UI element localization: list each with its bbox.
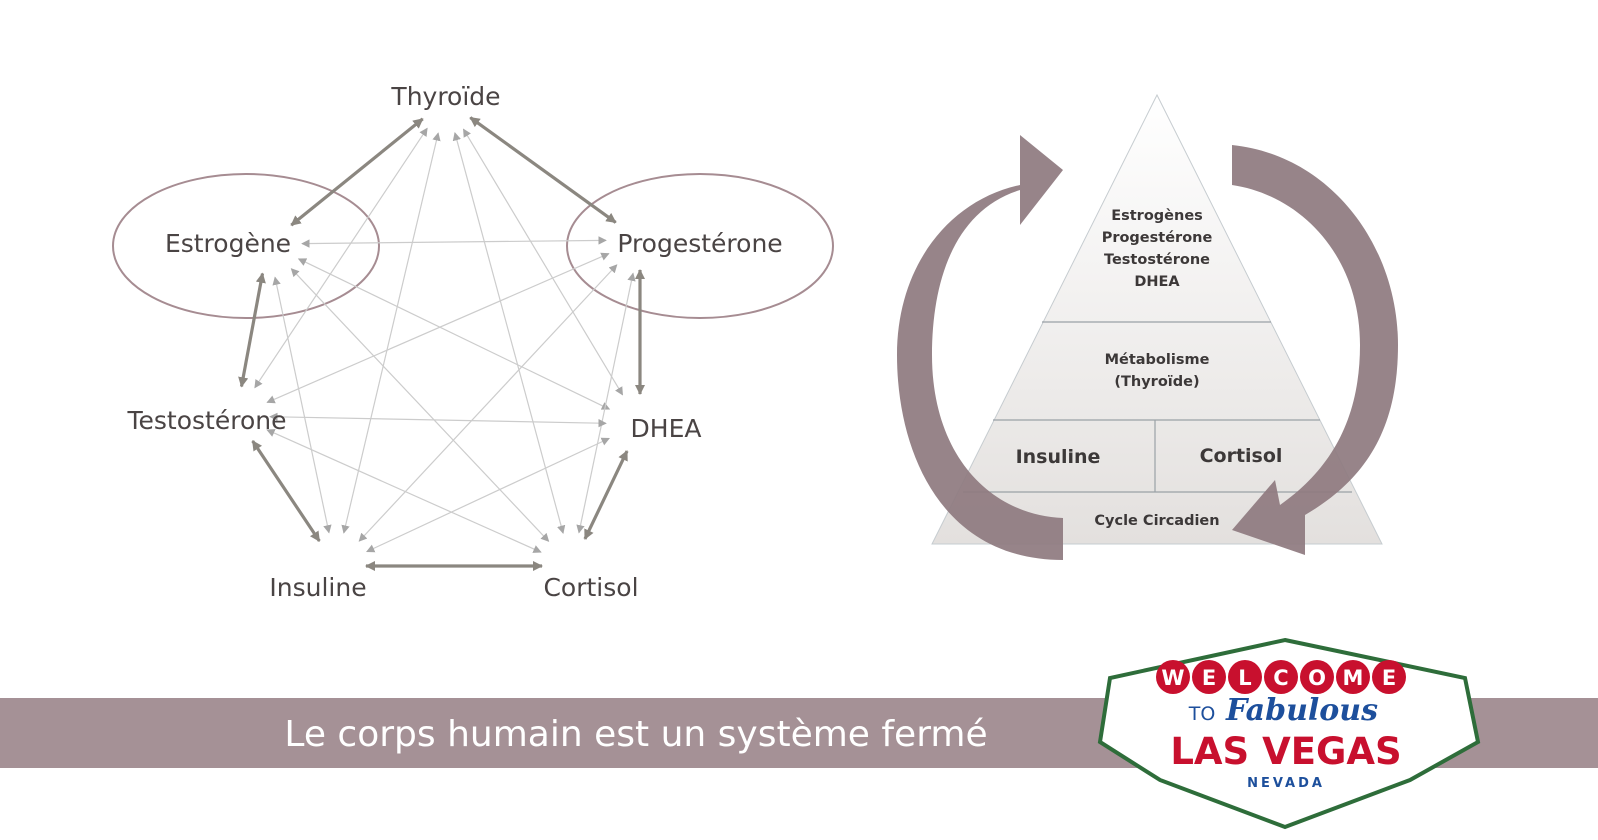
welcome-letter-4: C (1273, 666, 1288, 690)
tier-top-line-1: Estrogènes (1111, 208, 1203, 224)
welcome-disc-2 (1192, 660, 1226, 694)
weak-link-estrogene-cortisol (290, 268, 550, 542)
cycle-arrow-right (1232, 145, 1398, 555)
sign-welcome-row: W E L C O M E (1156, 660, 1406, 694)
welcome-disc-3 (1228, 660, 1262, 694)
tier-top-line-4: DHEA (1134, 274, 1180, 290)
node-insuline: Insuline (269, 573, 366, 602)
node-dhea: DHEA (631, 414, 702, 443)
welcome-disc-1 (1156, 660, 1190, 694)
hormone-labels: Thyroïde Estrogène Progestérone Testosté… (127, 82, 783, 602)
tier-middle-line-2: (Thyroïde) (1114, 374, 1199, 390)
node-testosterone: Testostérone (127, 406, 287, 435)
welcome-disc-6 (1336, 660, 1370, 694)
hormone-pyramid: Estrogènes Progestérone Testostérone DHE… (897, 93, 1398, 560)
sign-fabulous: Fabulous (1225, 693, 1378, 728)
tier-top-line-2: Progestérone (1102, 230, 1213, 246)
welcome-disc-5 (1300, 660, 1334, 694)
strong-link-estrogene-testosterone (238, 272, 266, 388)
strong-link-testosterone-insuline (251, 440, 321, 542)
weak-link-thyroide-cortisol (452, 132, 566, 534)
sign-las-vegas: LAS VEGAS (1170, 730, 1401, 773)
welcome-letter-7: E (1382, 666, 1396, 690)
node-cortisol: Cortisol (543, 573, 638, 602)
strong-connection-arrows (238, 116, 646, 572)
strong-link-dhea-cortisol (583, 450, 629, 540)
weak-link-estrogene-progesterone (301, 236, 607, 248)
node-progesterone: Progestérone (617, 229, 782, 258)
weak-link-thyroide-testosterone (254, 127, 428, 389)
node-estrogene: Estrogène (165, 229, 291, 258)
hormone-network: Thyroïde Estrogène Progestérone Testosté… (112, 82, 834, 602)
weak-link-estrogene-insuline (272, 276, 332, 534)
weak-connection-arrows (254, 127, 636, 553)
welcome-disc-7 (1372, 660, 1406, 694)
tier-cortisol: Cortisol (1200, 445, 1283, 467)
weak-link-testosterone-dhea (269, 412, 607, 428)
slide-title: Le corps humain est un système fermé (284, 714, 987, 755)
tier-insuline: Insuline (1016, 446, 1101, 468)
tier-base: Cycle Circadien (1094, 513, 1219, 529)
weak-link-thyroide-insuline (341, 132, 441, 534)
welcome-letter-5: O (1308, 666, 1326, 690)
pyramid-shape (931, 93, 1383, 545)
sign-to: TO (1188, 703, 1216, 725)
welcome-disc-4 (1264, 660, 1298, 694)
cycle-arrow-left (897, 135, 1063, 560)
strong-link-thyroide-estrogene (290, 117, 424, 227)
tier-middle-line-1: Métabolisme (1105, 352, 1210, 368)
sign-nevada: NEVADA (1247, 776, 1325, 791)
welcome-letter-2: E (1202, 666, 1216, 690)
node-thyroide: Thyroïde (390, 82, 500, 111)
welcome-letter-3: L (1238, 666, 1251, 690)
weak-link-dhea-insuline (366, 437, 610, 553)
weak-link-estrogene-dhea (297, 258, 611, 410)
strong-link-thyroide-progesterone (469, 116, 617, 224)
welcome-letter-6: M (1343, 666, 1364, 690)
welcome-letter-1: W (1161, 666, 1184, 690)
tier-top-line-3: Testostérone (1104, 252, 1210, 268)
las-vegas-sign-logo: W E L C O M E TO Fabulous LAS VEGAS NEVA… (1097, 637, 1481, 830)
